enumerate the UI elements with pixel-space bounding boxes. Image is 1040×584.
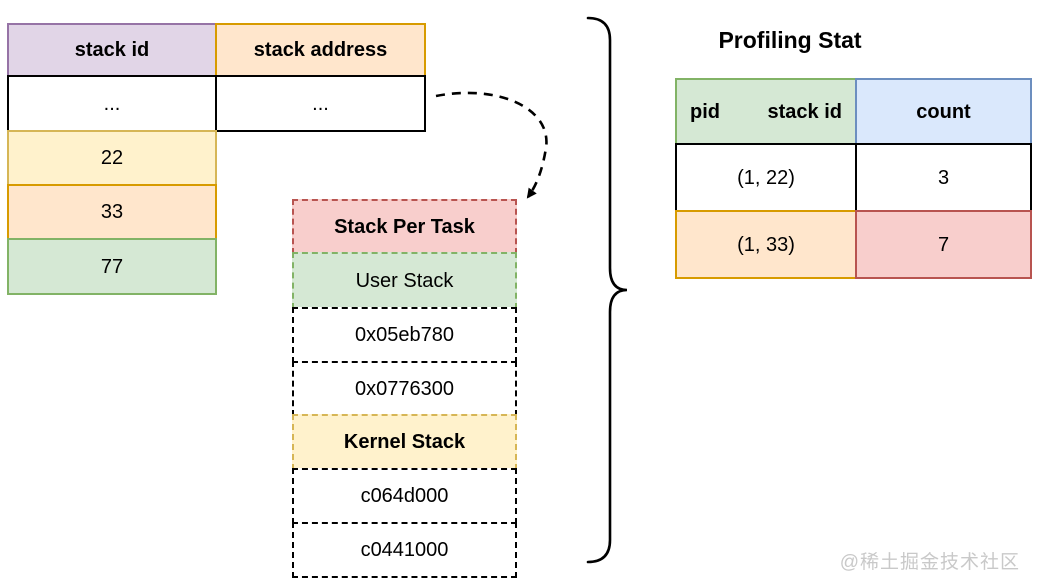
stack-id-22-cell: 22 (7, 130, 217, 186)
profiling-row-key-cell: (1, 33) (675, 210, 857, 279)
dashed-arrow (435, 91, 548, 199)
pid-header-label: pid (690, 100, 720, 123)
count-header-cell: count (855, 78, 1032, 145)
watermark-text: @稀土掘金技术社区 (839, 552, 1020, 573)
stack-per-task-title-cell: Stack Per Task (292, 199, 517, 254)
profiling-row-count-cell: 3 (855, 143, 1032, 212)
stack-id-header-cell: stack id (7, 23, 217, 77)
kernel-stack-address-cell: c064d000 (292, 468, 517, 524)
stack-address-header-cell: stack address (215, 23, 426, 77)
stack-id-ellipsis-cell: ... (7, 75, 217, 132)
kernel-stack-address-cell: c0441000 (292, 522, 517, 578)
stack-id-77-cell: 77 (7, 238, 217, 295)
profiling-stat-title: Profiling Stat (718, 27, 862, 53)
user-stack-label-cell: User Stack (292, 252, 517, 309)
user-stack-address-cell: 0x0776300 (292, 361, 517, 416)
profiling-row-key-cell: (1, 22) (675, 143, 857, 212)
kernel-stack-label-cell: Kernel Stack (292, 414, 517, 470)
stackid-header-label: stack id (767, 100, 842, 123)
stack-id-33-cell: 33 (7, 184, 217, 240)
pid-stackid-header-cell: pid stack id (675, 78, 857, 145)
user-stack-address-cell: 0x05eb780 (292, 307, 517, 363)
curly-brace (586, 16, 628, 564)
stack-address-ellipsis-cell: ... (215, 75, 426, 132)
profiling-row-count-cell: 7 (855, 210, 1032, 279)
